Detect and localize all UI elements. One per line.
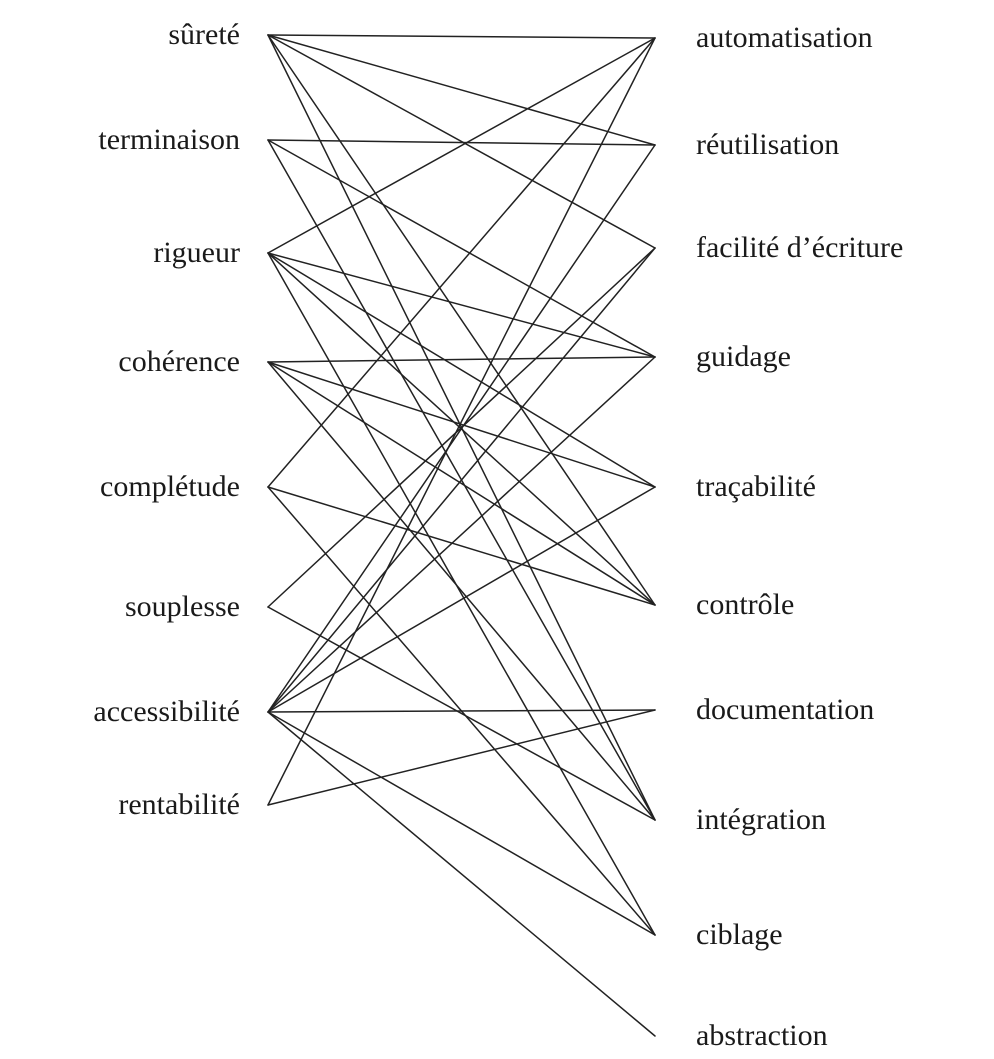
edge-terminaison-reutilisation	[267, 139, 656, 146]
right-node-automatisation: automatisation	[696, 21, 873, 54]
right-node-controle: contrôle	[696, 588, 795, 621]
edge-completude-controle	[267, 486, 656, 606]
edge-coherence-tracabilite	[267, 361, 656, 488]
edge-rigueur-ciblage	[267, 252, 656, 936]
edge-coherence-guidage	[267, 356, 656, 363]
edge-coherence-integration	[267, 361, 656, 821]
left-node-rigueur: rigueur	[153, 236, 240, 269]
edge-accessibilite-guidage	[267, 356, 656, 713]
edge-rentabilite-documentation	[267, 709, 656, 806]
edge-surete-automatisation	[267, 34, 656, 39]
edge-completude-automatisation	[267, 37, 656, 488]
edge-accessibilite-reutilisation	[267, 144, 656, 713]
left-node-terminaison: terminaison	[98, 123, 240, 156]
edge-surete-controle	[267, 34, 656, 606]
right-node-reutilisation: réutilisation	[696, 128, 840, 161]
edge-rigueur-guidage	[267, 252, 656, 358]
right-node-tracabilite: traçabilité	[696, 470, 816, 503]
left-node-coherence: cohérence	[118, 345, 240, 378]
right-node-ciblage: ciblage	[696, 918, 783, 951]
left-node-completude: complétude	[100, 470, 240, 503]
edge-accessibilite-tracabilite	[267, 486, 656, 713]
edge-souplesse-integration	[267, 606, 656, 821]
edge-rentabilite-automatisation	[267, 37, 656, 806]
edge-accessibilite-documentation	[267, 709, 656, 713]
right-node-abstraction: abstraction	[696, 1019, 828, 1052]
right-node-facilite: facilité d’écriture	[696, 231, 904, 264]
right-node-guidage: guidage	[696, 340, 791, 373]
edge-terminaison-guidage	[267, 139, 656, 358]
edge-rigueur-automatisation	[267, 37, 656, 254]
left-node-souplesse: souplesse	[125, 590, 240, 623]
right-node-documentation: documentation	[696, 693, 875, 726]
edge-accessibilite-ciblage	[267, 711, 656, 936]
left-node-surete: sûreté	[168, 18, 240, 51]
right-node-integration: intégration	[696, 803, 826, 836]
left-node-accessibilite: accessibilité	[93, 695, 240, 728]
edge-surete-reutilisation	[267, 34, 656, 146]
edge-surete-facilite	[267, 34, 656, 249]
edge-rigueur-tracabilite	[267, 252, 656, 488]
edge-coherence-controle	[267, 361, 656, 606]
edge-accessibilite-facilite	[267, 247, 656, 713]
edge-accessibilite-abstraction	[267, 711, 656, 1037]
left-node-rentabilite: rentabilité	[118, 788, 240, 821]
